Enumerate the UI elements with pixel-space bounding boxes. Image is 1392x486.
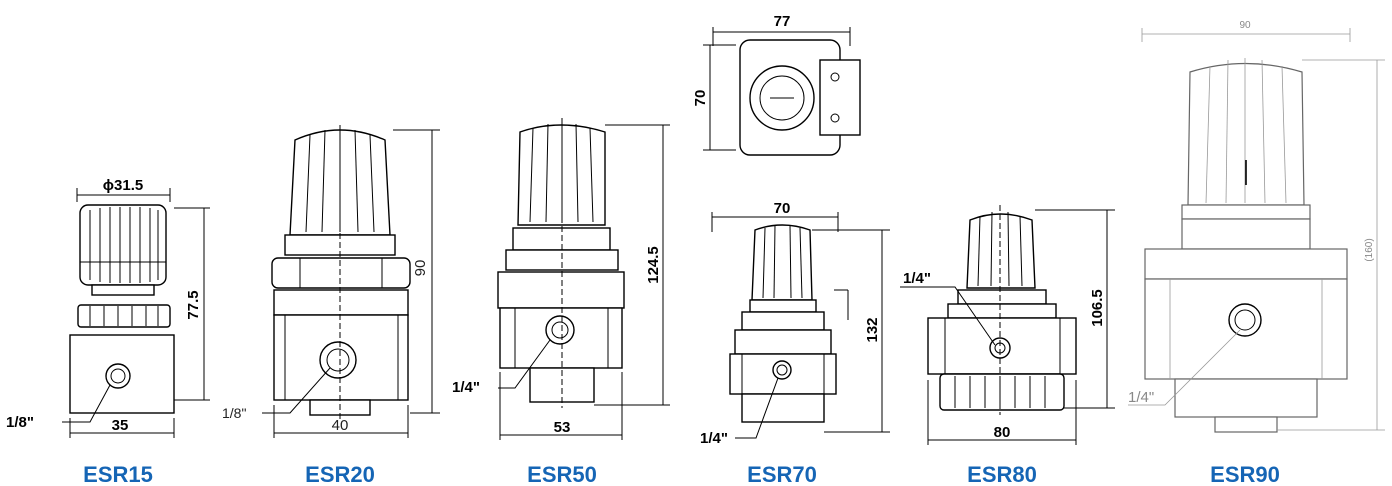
- esr20-height: 90: [412, 260, 429, 277]
- esr70-width: 70: [774, 200, 791, 217]
- esr90-port: 1/4": [1128, 389, 1154, 406]
- esr70-port: 1/4": [700, 430, 728, 447]
- esr80-height: 106.5: [1089, 289, 1106, 327]
- esr50-model-label: ESR50: [527, 462, 597, 486]
- drawing-esr20: 90 40 1/8" ESR20: [222, 125, 440, 486]
- esr80-port: 1/4": [903, 270, 931, 287]
- esr90-width: 90: [1239, 20, 1251, 31]
- esr70-top-height: 70: [692, 90, 709, 107]
- esr70-model-label: ESR70: [747, 462, 817, 486]
- esr20-port: 1/8": [222, 405, 246, 421]
- drawing-esr80: 106.5 80 1/4" ESR80: [900, 205, 1115, 486]
- esr15-model-label: ESR15: [83, 462, 153, 486]
- esr90-model-label: ESR90: [1210, 462, 1280, 486]
- drawing-esr90: 90 (160) 1/4" ESR90: [1128, 20, 1385, 486]
- esr80-model-label: ESR80: [967, 462, 1037, 486]
- esr80-width: 80: [994, 424, 1011, 441]
- esr50-port: 1/4": [452, 379, 480, 396]
- esr20-width: 40: [332, 417, 349, 434]
- drawing-esr50: 124.5 53 1/4" ESR50: [452, 118, 670, 486]
- esr15-diameter: ϕ31.5: [103, 177, 143, 194]
- esr50-height: 124.5: [645, 246, 662, 284]
- esr15-height: 77.5: [185, 290, 202, 319]
- esr70-top-width: 77: [774, 13, 791, 30]
- esr50-width: 53: [554, 419, 571, 436]
- esr70-height: 132: [864, 317, 881, 342]
- esr90-height: (160): [1364, 238, 1375, 261]
- drawing-esr70: 77 70 70 132 1/4" ESR70: [692, 13, 890, 486]
- esr15-port: 1/8": [6, 414, 34, 431]
- esr15-width: 35: [112, 417, 129, 434]
- drawing-esr15: ϕ31.5 77.5 35 1/8" ESR15: [6, 177, 210, 486]
- esr20-model-label: ESR20: [305, 462, 375, 486]
